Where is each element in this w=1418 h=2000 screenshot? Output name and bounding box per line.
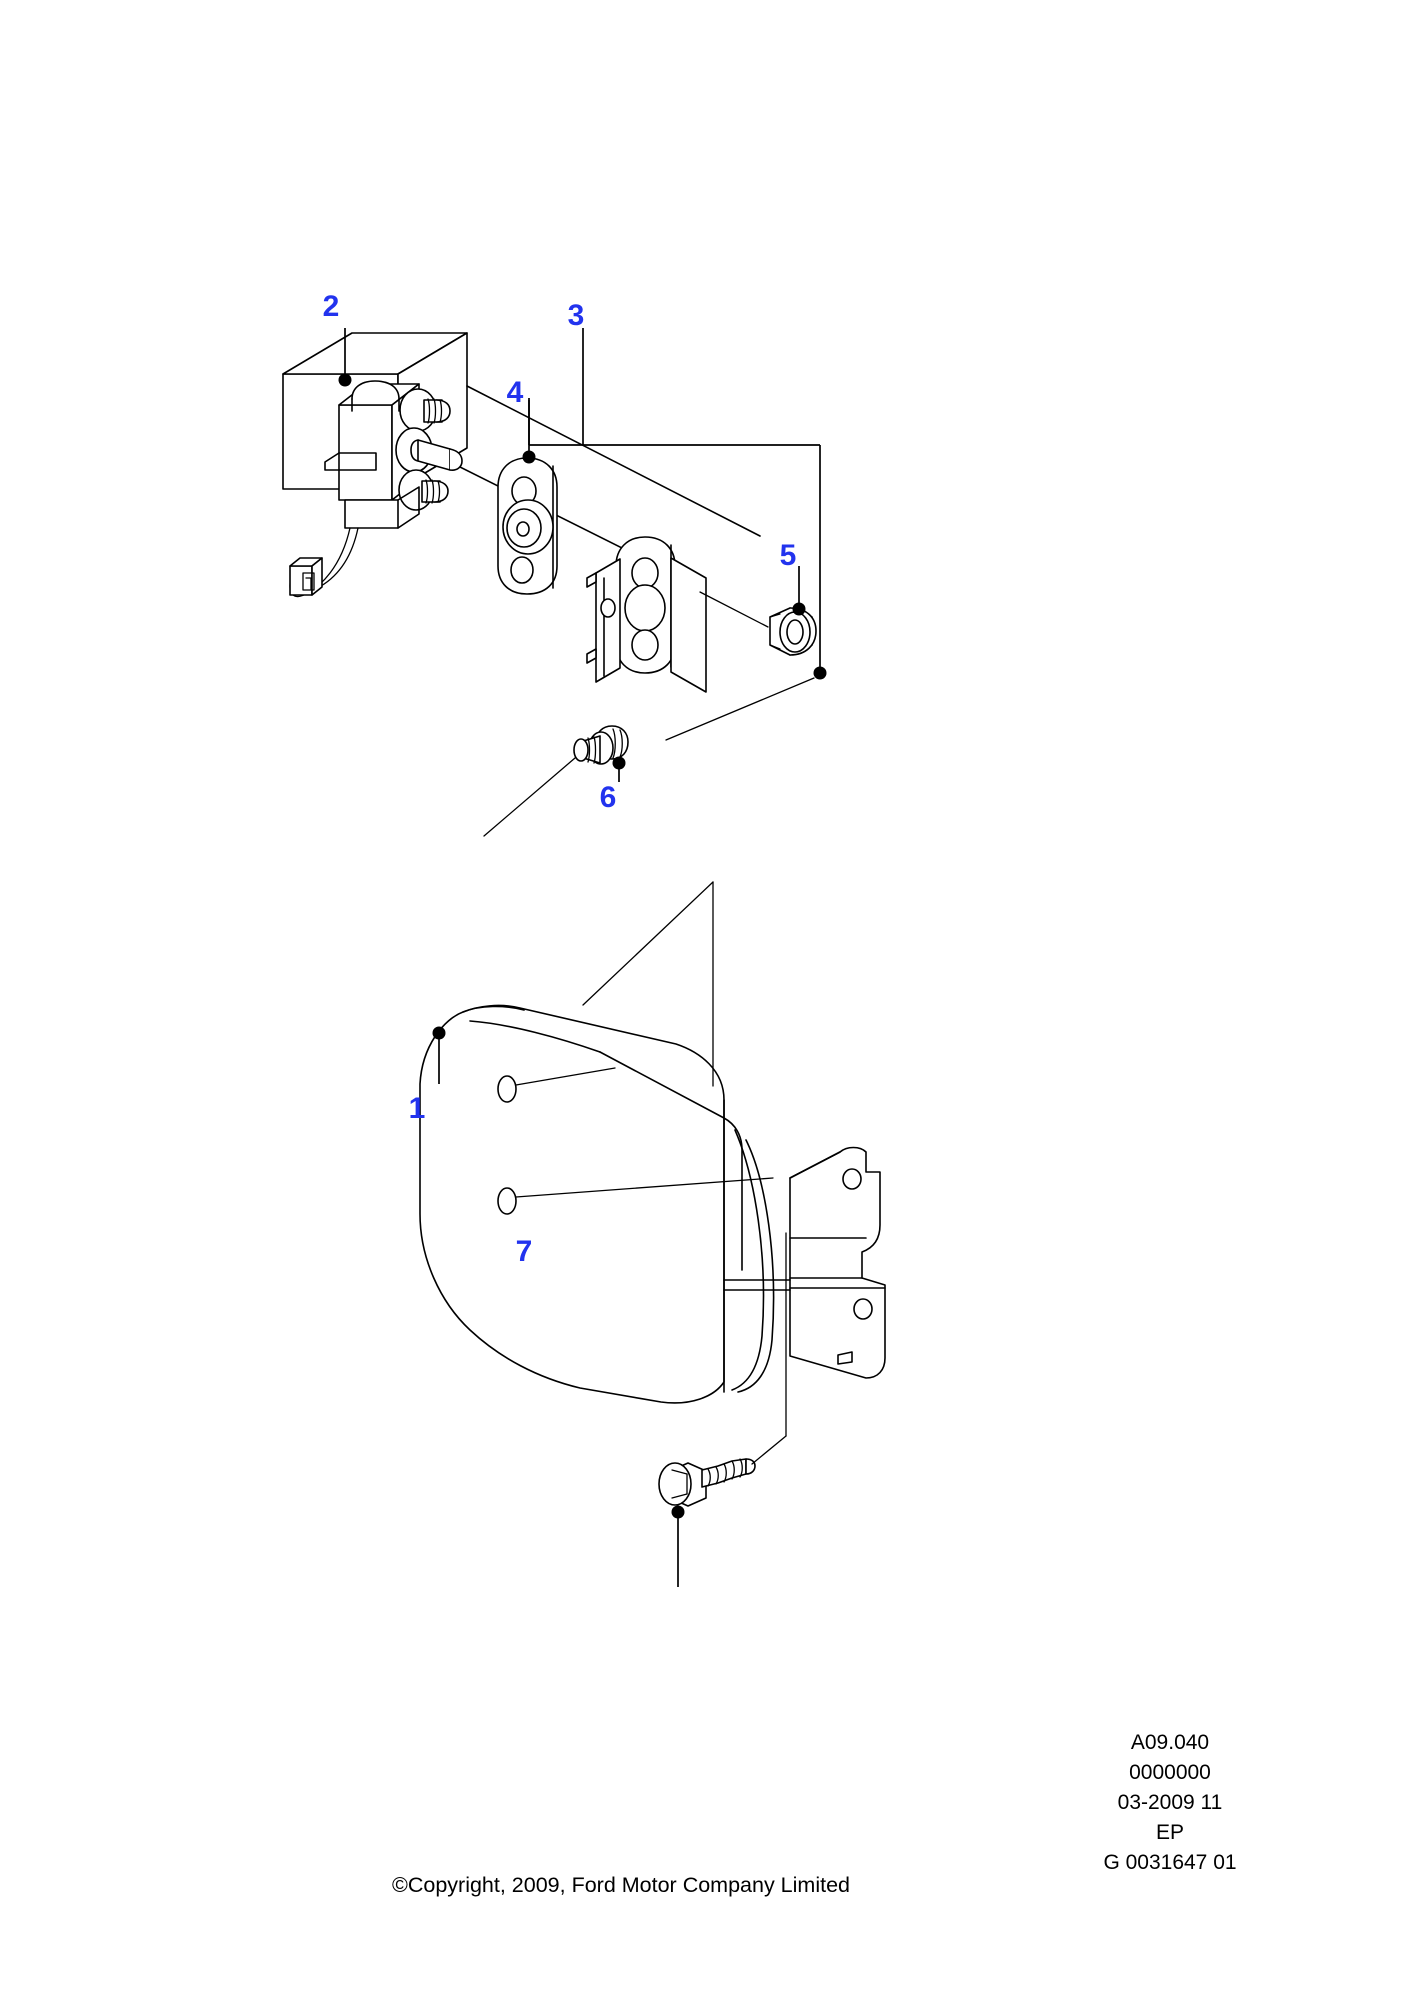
leader-2	[338, 328, 352, 387]
leader-5	[699, 566, 806, 628]
part-release-solenoid-valve	[282, 332, 761, 598]
leader-3	[528, 328, 827, 741]
part-bracket-kit	[586, 536, 707, 693]
callout-5[interactable]: 5	[779, 539, 797, 572]
callout-7[interactable]: 7	[515, 1235, 533, 1268]
footer-drawing-number: G 0031647 01	[1103, 1851, 1237, 1874]
callout-1[interactable]: 1	[408, 1092, 426, 1125]
part-hex-nut	[769, 607, 817, 656]
part-mounting-plate	[497, 457, 558, 595]
footer-catalogue-section: A09.040	[1130, 1731, 1210, 1754]
leader-1	[432, 1026, 446, 1084]
footer-serial-number: 0000000	[1129, 1761, 1211, 1784]
part-flange-bolt	[658, 1458, 756, 1507]
copyright-notice: ©Copyright, 2009, Ford Motor Company Lim…	[0, 1873, 1418, 1898]
footer-issue-date: 03-2009 11	[1117, 1791, 1223, 1814]
part-fuel-filler-housing	[419, 881, 886, 1404]
copyright-text: ©Copyright, 2009, Ford Motor Company Lim…	[392, 1873, 850, 1897]
footer-metadata-block: A09.040 0000000 03-2009 11 EP G 0031647 …	[1040, 1728, 1300, 1878]
footer-market-code: EP	[1155, 1821, 1184, 1844]
leader-6	[483, 756, 626, 837]
callout-2[interactable]: 2	[322, 290, 340, 323]
part-stud-bolt	[573, 725, 629, 765]
callout-3[interactable]: 3	[567, 299, 585, 332]
callout-4[interactable]: 4	[506, 376, 524, 409]
leader-7	[671, 1232, 787, 1587]
callout-6[interactable]: 6	[599, 781, 617, 814]
